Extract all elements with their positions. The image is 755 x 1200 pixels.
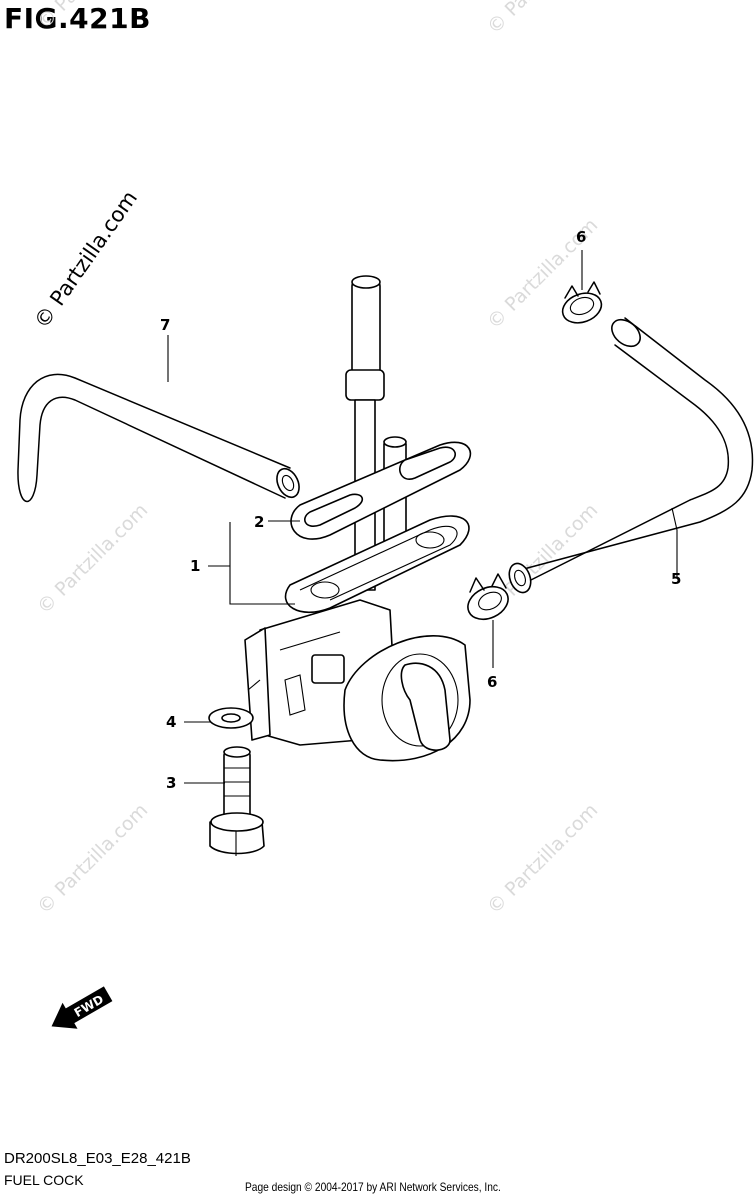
copyright-notice: Page design © 2004-2017 by ARI Network S… <box>245 1180 501 1194</box>
part-6-clamp-lower[interactable] <box>463 573 514 625</box>
model-code: DR200SL8_E03_E28_421B <box>4 1150 191 1167</box>
watermark: © Partzilla.com <box>483 0 602 39</box>
fwd-arrow-shape <box>51 986 113 1029</box>
callout-7: 7 <box>160 316 170 334</box>
part-5-hose[interactable] <box>505 314 754 595</box>
callout-6-upper: 6 <box>576 228 586 246</box>
figure-title: FIG.421B <box>4 2 151 35</box>
part-6-clamp-upper[interactable] <box>558 281 605 328</box>
callout-3: 3 <box>166 774 176 792</box>
part-2-gasket[interactable] <box>290 441 472 540</box>
watermark-main: © Partzilla.com <box>29 186 142 333</box>
callout-5: 5 <box>671 570 681 588</box>
leader-lines <box>167 250 678 784</box>
watermark: © Partzilla.com <box>483 799 602 918</box>
callout-1: 1 <box>190 557 200 575</box>
callout-2: 2 <box>254 513 264 531</box>
callout-6-lower: 6 <box>487 673 497 691</box>
watermark: © Partzilla.com <box>33 799 152 918</box>
part-7-hose[interactable] <box>17 373 303 503</box>
section-name: FUEL COCK <box>4 1172 84 1188</box>
fwd-arrow: FWD <box>51 986 113 1029</box>
part-3-bolt[interactable] <box>209 746 265 856</box>
callout-4: 4 <box>166 713 176 731</box>
watermark: © Partzilla.com <box>33 0 152 34</box>
watermark-group: © Partzilla.com © Partzilla.com © Partzi… <box>33 0 602 919</box>
watermark: © Partzilla.com <box>33 499 152 618</box>
part-4-washer[interactable] <box>208 707 254 729</box>
